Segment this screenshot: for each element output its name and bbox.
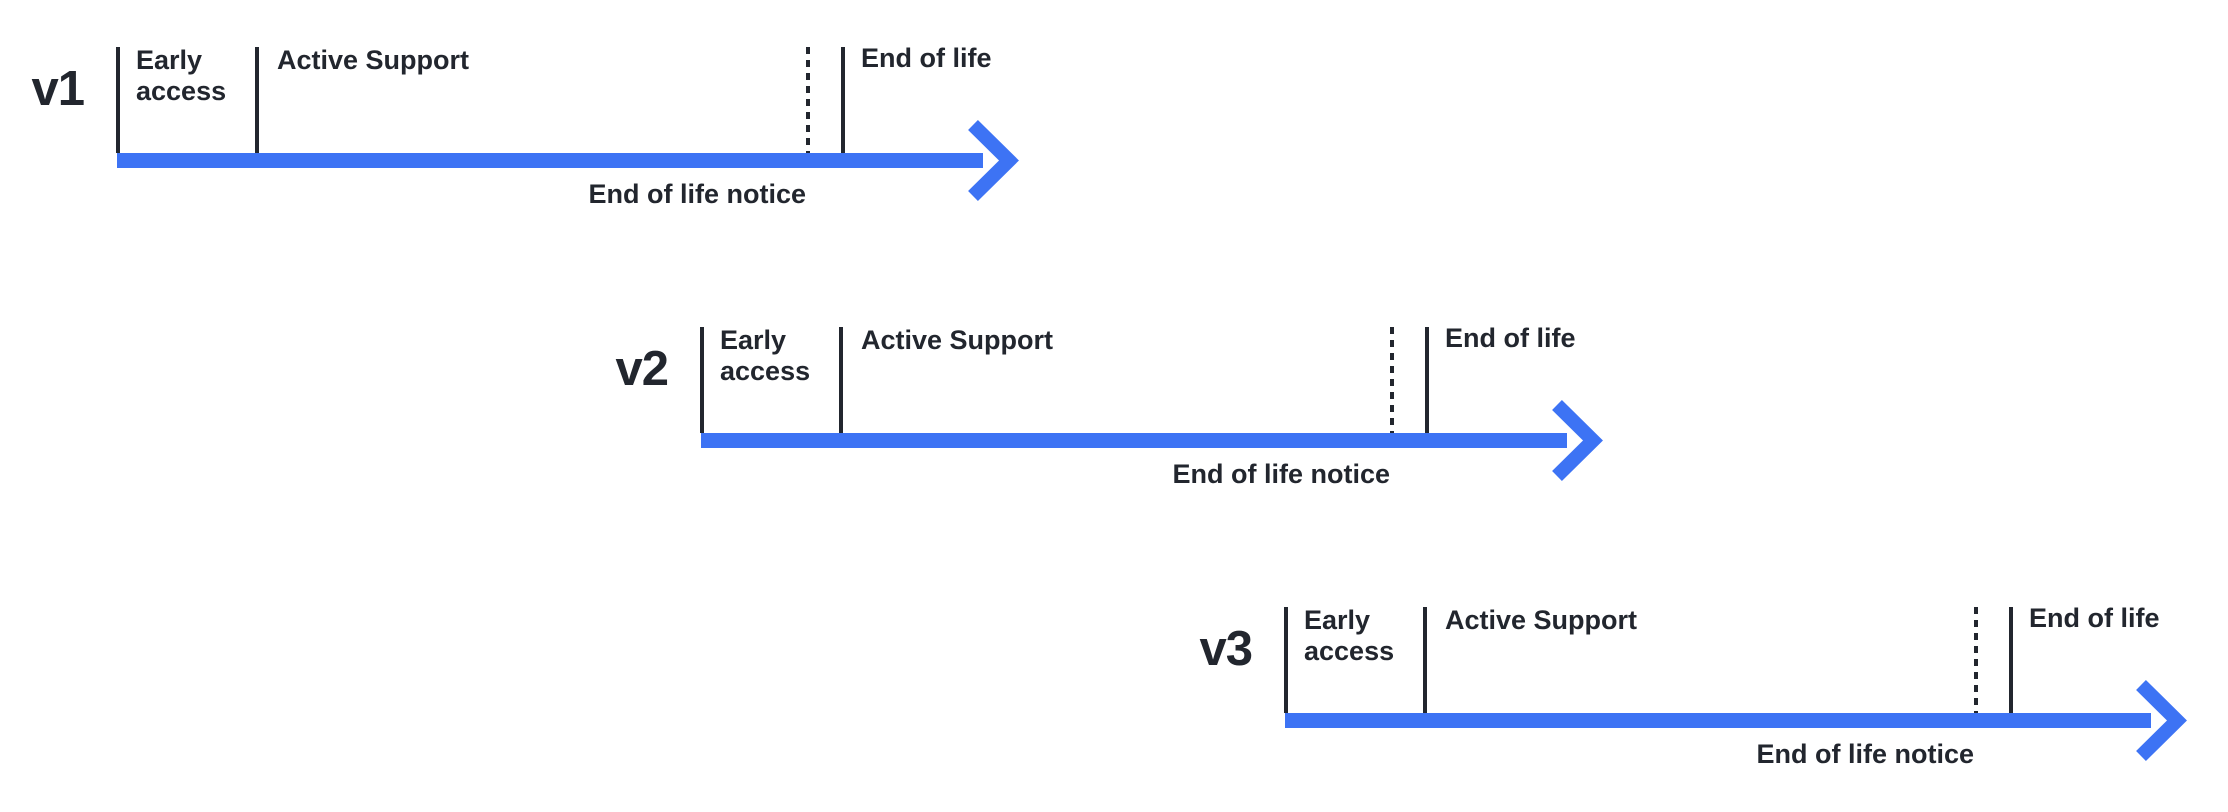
active-support-start-tick bbox=[839, 327, 843, 433]
early-access-start-tick bbox=[116, 47, 120, 153]
active-support-start-tick bbox=[1423, 607, 1427, 713]
active-support-label: Active Support bbox=[1445, 605, 1638, 635]
timeline-arrow-icon bbox=[701, 400, 1603, 481]
end-of-life-notice-dashed-tick bbox=[1390, 327, 1394, 433]
version-label: v2 bbox=[615, 342, 669, 396]
end-of-life-label: End of life bbox=[2029, 603, 2160, 633]
arrow-shaft bbox=[1285, 713, 2151, 728]
active-support-label: Active Support bbox=[861, 325, 1054, 355]
version-label: v3 bbox=[1199, 622, 1253, 676]
timeline-row-v3: v3 Early access Active Support End of li… bbox=[1168, 560, 2208, 795]
end-of-life-tick bbox=[1425, 327, 1429, 433]
end-of-life-notice-label: End of life notice bbox=[1172, 459, 1390, 489]
end-of-life-notice-label: End of life notice bbox=[588, 179, 806, 209]
end-of-life-tick bbox=[841, 47, 845, 153]
early-access-label: Early access bbox=[1304, 605, 1395, 666]
timeline-arrow-icon bbox=[117, 120, 1019, 201]
arrow-shaft bbox=[701, 433, 1567, 448]
early-access-start-tick bbox=[700, 327, 704, 433]
end-of-life-notice-dashed-tick bbox=[1974, 607, 1978, 713]
arrow-shaft bbox=[117, 153, 983, 168]
end-of-life-label: End of life bbox=[1445, 323, 1576, 353]
end-of-life-label: End of life bbox=[861, 43, 992, 73]
arrowhead-icon bbox=[1552, 400, 1603, 481]
timeline-arrow-icon bbox=[1285, 680, 2187, 761]
active-support-start-tick bbox=[255, 47, 259, 153]
timeline-row-v2: v2 Early access Active Support End of li… bbox=[584, 280, 1624, 515]
version-label: v1 bbox=[31, 62, 85, 116]
arrowhead-icon bbox=[2136, 680, 2187, 761]
end-of-life-tick bbox=[2009, 607, 2013, 713]
arrowhead-icon bbox=[968, 120, 1019, 201]
early-access-label: Early access bbox=[720, 325, 811, 386]
early-access-start-tick bbox=[1284, 607, 1288, 713]
end-of-life-notice-label: End of life notice bbox=[1756, 739, 1974, 769]
active-support-label: Active Support bbox=[277, 45, 470, 75]
end-of-life-notice-dashed-tick bbox=[806, 47, 810, 153]
timeline-row-v1: v1 Early access Active Support End of li… bbox=[0, 0, 1040, 235]
early-access-label: Early access bbox=[136, 45, 227, 106]
